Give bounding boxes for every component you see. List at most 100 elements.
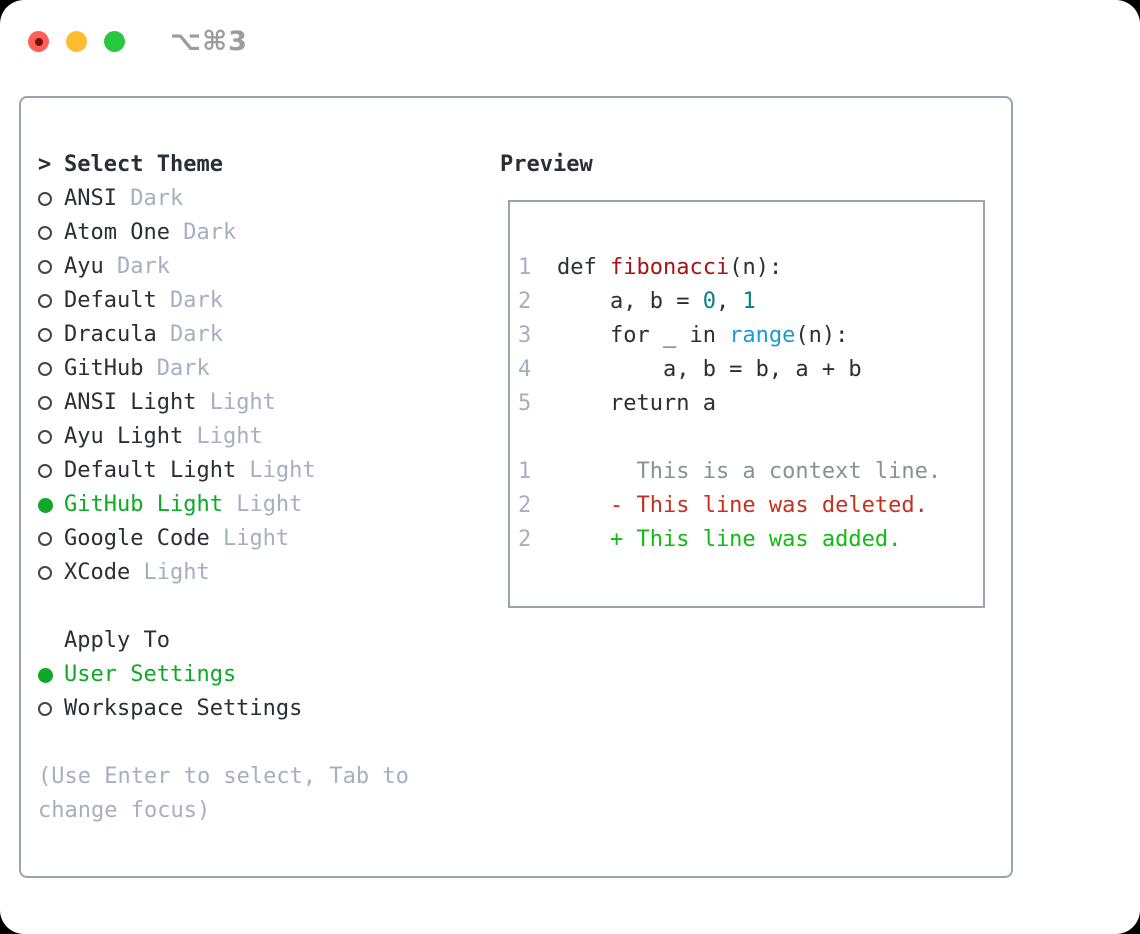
zoom-button[interactable] [104, 31, 125, 52]
theme-name: Ayu [64, 254, 104, 279]
line-number: 1 [518, 255, 532, 280]
code-segment: return a [557, 391, 716, 416]
focus-arrow-icon: > [38, 152, 52, 177]
theme-name: Default [64, 288, 157, 313]
theme-option-github[interactable]: GitHub Dark [38, 352, 442, 386]
theme-option-default-light[interactable]: Default Light Light [38, 454, 442, 488]
theme-name: GitHub Light [64, 492, 223, 517]
theme-variant-label: Light [130, 560, 210, 585]
line-number: 2 [518, 527, 532, 552]
code-segment: a, b = [557, 289, 703, 314]
selected-radio-icon [38, 667, 64, 683]
radio-icon [38, 362, 64, 376]
radio-icon [38, 294, 64, 308]
theme-option-default[interactable]: Default Dark [38, 284, 442, 318]
theme-variant-label: Dark [169, 220, 237, 245]
line-number: 2 [518, 289, 532, 314]
apply-option-workspace-settings[interactable]: Workspace Settings [38, 692, 442, 726]
spacer [38, 726, 442, 760]
line-number: 5 [518, 391, 532, 416]
radio-icon [38, 192, 64, 206]
line-number: 2 [518, 493, 532, 518]
radio-icon [38, 260, 64, 274]
code-segment: range [729, 323, 796, 348]
theme-name: ANSI Light [64, 390, 197, 415]
theme-option-google-code[interactable]: Google Code Light [38, 522, 442, 556]
line-number: 3 [518, 323, 532, 348]
window-titlebar: ⌥⌘3 [28, 26, 248, 57]
hint-text: (Use Enter to select, Tab to change focu… [38, 764, 409, 823]
radio-icon [38, 328, 64, 342]
radio-icon [38, 396, 64, 410]
radio-icon [38, 430, 64, 444]
code-segment: , [715, 289, 743, 314]
apply-option-user-settings[interactable]: User Settings [38, 658, 442, 692]
theme-variant-label: Light [236, 458, 316, 483]
select-theme-title: Select Theme [64, 152, 223, 177]
code-line: 2 + This line was added. [518, 523, 983, 557]
theme-name: XCode [64, 560, 131, 585]
radio-icon [38, 464, 64, 478]
theme-variant-label: Light [183, 424, 263, 449]
line-number: 4 [518, 357, 532, 382]
theme-option-ansi[interactable]: ANSI Dark [38, 182, 442, 216]
code-line: 2 a, b = 0, 1 [518, 285, 983, 319]
preview-title: Preview [500, 152, 593, 177]
spacer [38, 590, 442, 624]
theme-name: Ayu Light [64, 424, 184, 449]
code-line: 1 This is a context line. [518, 455, 983, 489]
theme-option-github-light[interactable]: GitHub Light Light [38, 488, 442, 522]
radio-icon [38, 702, 64, 716]
code-segment: + This line was added. [557, 527, 902, 552]
apply-option-label: Workspace Settings [64, 696, 303, 721]
radio-icon [38, 566, 64, 580]
radio-icon [38, 226, 64, 240]
apply-option-label: User Settings [64, 662, 237, 687]
code-line: 4 a, b = b, a + b [518, 353, 983, 387]
theme-variant-label: Light [222, 492, 303, 517]
theme-option-ayu[interactable]: Ayu Dark [38, 250, 442, 284]
close-button[interactable] [28, 31, 49, 52]
theme-option-xcode[interactable]: XCode Light [38, 556, 442, 590]
theme-variant-label: Dark [143, 356, 210, 381]
theme-option-atom-one[interactable]: Atom One Dark [38, 216, 442, 250]
code-segment: (n): [795, 323, 849, 348]
theme-variant-label: Dark [156, 288, 223, 313]
apply-to-title: Apply To [64, 628, 170, 653]
theme-name: Atom One [64, 220, 170, 245]
theme-variant-label: Dark [156, 322, 223, 347]
theme-name: GitHub [64, 356, 144, 381]
theme-name: Dracula [64, 322, 157, 347]
window-title: ⌥⌘3 [170, 26, 248, 57]
code-segment: def [557, 255, 610, 280]
code-line: 5 return a [518, 387, 983, 421]
theme-option-ayu-light[interactable]: Ayu Light Light [38, 420, 442, 454]
theme-name: Google Code [64, 526, 210, 551]
line-number: 1 [518, 459, 532, 484]
minimize-button[interactable] [66, 31, 87, 52]
code-segment: - This line was deleted. [557, 493, 928, 518]
code-segment: a, b = b, a + b [557, 357, 862, 382]
theme-name: ANSI [64, 186, 117, 211]
radio-icon [38, 532, 64, 546]
theme-variant-label: Dark [103, 254, 170, 279]
code-line [518, 421, 983, 455]
theme-option-dracula[interactable]: Dracula Dark [38, 318, 442, 352]
theme-variant-label: Dark [116, 186, 184, 211]
code-line: 2 - This line was deleted. [518, 489, 983, 523]
theme-variant-label: Light [209, 526, 290, 551]
theme-name: Default Light [64, 458, 237, 483]
code-segment: This is a context line. [557, 459, 942, 484]
selected-radio-icon [38, 497, 64, 513]
code-segment: 1 [742, 289, 756, 314]
code-segment: (n): [729, 255, 783, 280]
theme-option-ansi-light[interactable]: ANSI Light Light [38, 386, 442, 420]
